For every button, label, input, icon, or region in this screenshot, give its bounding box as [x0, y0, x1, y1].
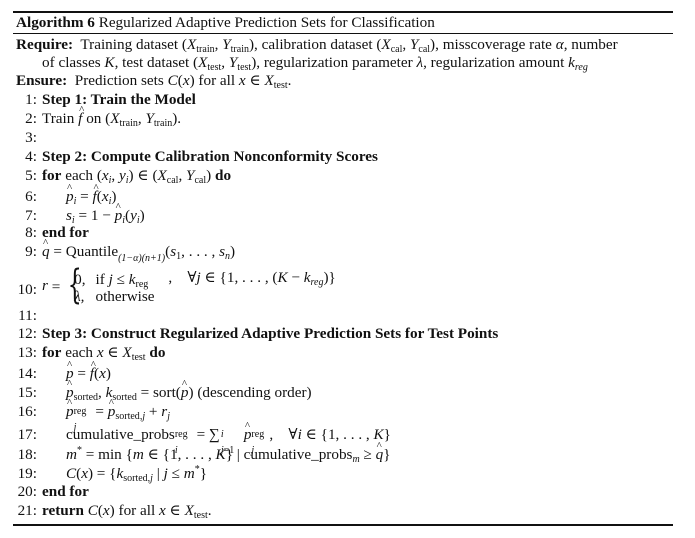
- ensure-line: Ensure: Prediction sets C(x) for all x ∈…: [16, 72, 292, 91]
- require-line-1: Require: Training dataset (Xtrain, Ytrai…: [16, 36, 618, 55]
- top-rule: [13, 11, 673, 13]
- require-line-2: of classes K, test dataset (Xtest, Ytest…: [42, 54, 588, 73]
- algorithm-caption: Algorithm 6 Regularized Adaptive Predict…: [16, 14, 435, 32]
- bottom-rule: [13, 524, 673, 526]
- caption-rule: [13, 33, 673, 34]
- algorithm-label: Algorithm 6: [16, 14, 95, 31]
- algorithm-title: Regularized Adaptive Prediction Sets for…: [98, 14, 435, 31]
- require-label: Require:: [16, 36, 74, 53]
- piecewise-cases: { 0,if j ≤ kreg λ,otherwise: [67, 262, 155, 308]
- ensure-label: Ensure:: [16, 72, 68, 89]
